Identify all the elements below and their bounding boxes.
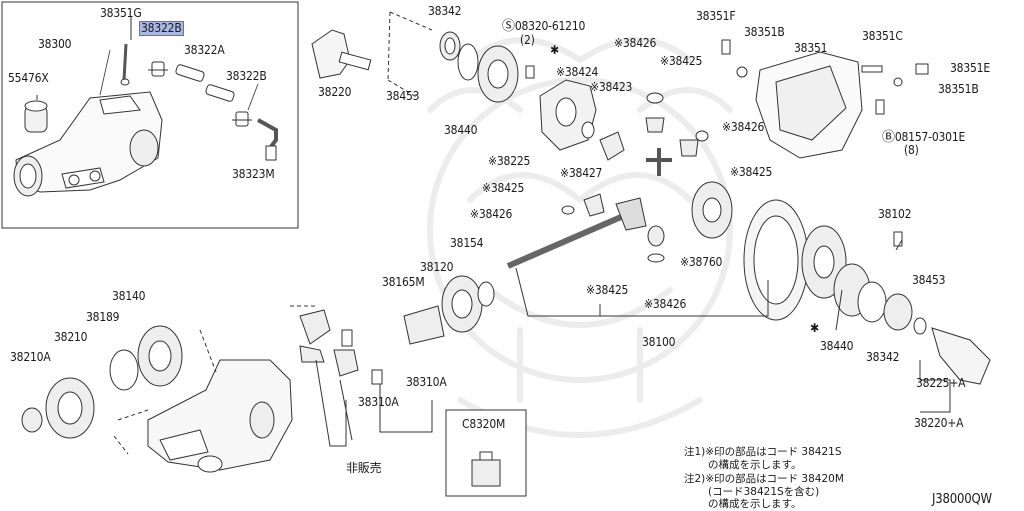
label-38425-d-text: 38425	[594, 283, 629, 297]
label-38310A-b: 38310A	[358, 395, 399, 409]
label-38427: ※38427	[560, 166, 603, 180]
label-38120: 38120	[420, 260, 454, 274]
label-38322A: 38322A	[184, 43, 225, 57]
label-38351C: 38351C	[862, 29, 903, 43]
note-line-3: 注2)※印の部品はコード 38420M	[684, 473, 844, 485]
note-line-5: の構成を示します。	[708, 498, 802, 510]
label-38322B-highlighted[interactable]: 38322B	[139, 21, 184, 36]
label-38425-d: ※38425	[586, 283, 629, 297]
label-38426-c-text: 38426	[478, 207, 513, 221]
label-08157-0301E: Ⓑ08157-0301E	[882, 130, 966, 145]
label-38426-d: ※38426	[644, 297, 687, 311]
label-38210: 38210	[54, 330, 88, 344]
label-38426-a-text: 38426	[622, 36, 657, 50]
label-38427-text: 38427	[568, 166, 603, 180]
label-38342-top: 38342	[428, 4, 462, 18]
label-38425-c-text: 38425	[490, 181, 525, 195]
diagram-code: J38000QW	[932, 492, 992, 507]
label-not-sold: 非販売	[346, 461, 382, 475]
note-line-4: (コード38421Sを含む)	[708, 486, 820, 498]
label-38426-a: ※38426	[614, 36, 657, 50]
label-38351F: 38351F	[696, 9, 736, 23]
label-38210A: 38210A	[10, 350, 51, 364]
label-38351B-top: 38351B	[744, 25, 785, 39]
label-38440-top: 38440	[444, 123, 478, 137]
label-38225-text: 38225	[496, 154, 531, 168]
label-38100: 38100	[642, 335, 676, 349]
label-C8320M: C8320M	[462, 417, 506, 431]
label-38351: 38351	[794, 41, 828, 55]
label-38154: 38154	[450, 236, 484, 250]
label-38220A: 38220+A	[914, 416, 964, 430]
label-08320-qty: (2)	[520, 33, 535, 47]
label-38351E: 38351E	[950, 61, 990, 75]
label-38453-top: 38453	[386, 89, 420, 103]
asterisk-right-icon: ✱	[810, 321, 819, 335]
label-38425-c: ※38425	[482, 181, 525, 195]
label-38453-right: 38453	[912, 273, 946, 287]
label-38423-text: 38423	[598, 80, 633, 94]
label-38425-a: ※38425	[660, 54, 703, 68]
label-38351B-right: 38351B	[938, 82, 979, 96]
label-38189: 38189	[86, 310, 120, 324]
label-08320-61210: Ⓢ08320-61210	[502, 19, 586, 34]
label-38220: 38220	[318, 85, 352, 99]
label-38440-right: 38440	[820, 339, 854, 353]
label-38310A-a: 38310A	[406, 375, 447, 389]
label-38425-b-text: 38425	[738, 165, 773, 179]
label-38225: ※38225	[488, 154, 531, 168]
circled-b-icon: Ⓑ	[882, 130, 895, 145]
label-38760-text: 38760	[688, 255, 723, 269]
note-line-1: 注1)※印の部品はコード 38421S	[684, 446, 842, 458]
label-38425-a-text: 38425	[668, 54, 703, 68]
label-38424-text: 38424	[564, 65, 599, 79]
main-drawings	[21, 11, 991, 497]
label-38426-c: ※38426	[470, 207, 513, 221]
circled-s-icon: Ⓢ	[502, 19, 515, 34]
label-38102: 38102	[878, 207, 912, 221]
label-38426-d-text: 38426	[652, 297, 687, 311]
label-38424: ※38424	[556, 65, 599, 79]
asterisk-icon: ✱	[550, 43, 559, 57]
label-38300: 38300	[38, 37, 72, 51]
label-38425-b: ※38425	[730, 165, 773, 179]
label-38760: ※38760	[680, 255, 723, 269]
label-38426-b: ※38426	[722, 120, 765, 134]
label-38426-b-text: 38426	[730, 120, 765, 134]
label-38140: 38140	[112, 289, 146, 303]
label-08320-text: 08320-61210	[514, 19, 586, 33]
label-55476X: 55476X	[8, 71, 49, 85]
note-line-2: の構成を示します。	[708, 459, 802, 471]
label-38351G: 38351G	[100, 6, 142, 20]
label-38322B: 38322B	[226, 69, 267, 83]
label-38165M: 38165M	[382, 275, 425, 289]
inset-frame	[1, 1, 299, 229]
label-38225A: 38225+A	[916, 376, 966, 390]
label-08157-text: 08157-0301E	[894, 130, 966, 144]
label-08157-qty: (8)	[904, 143, 919, 157]
label-38323M: 38323M	[232, 167, 275, 181]
label-38342-right: 38342	[866, 350, 900, 364]
label-38423: ※38423	[590, 80, 633, 94]
inset-drawings	[13, 16, 278, 197]
